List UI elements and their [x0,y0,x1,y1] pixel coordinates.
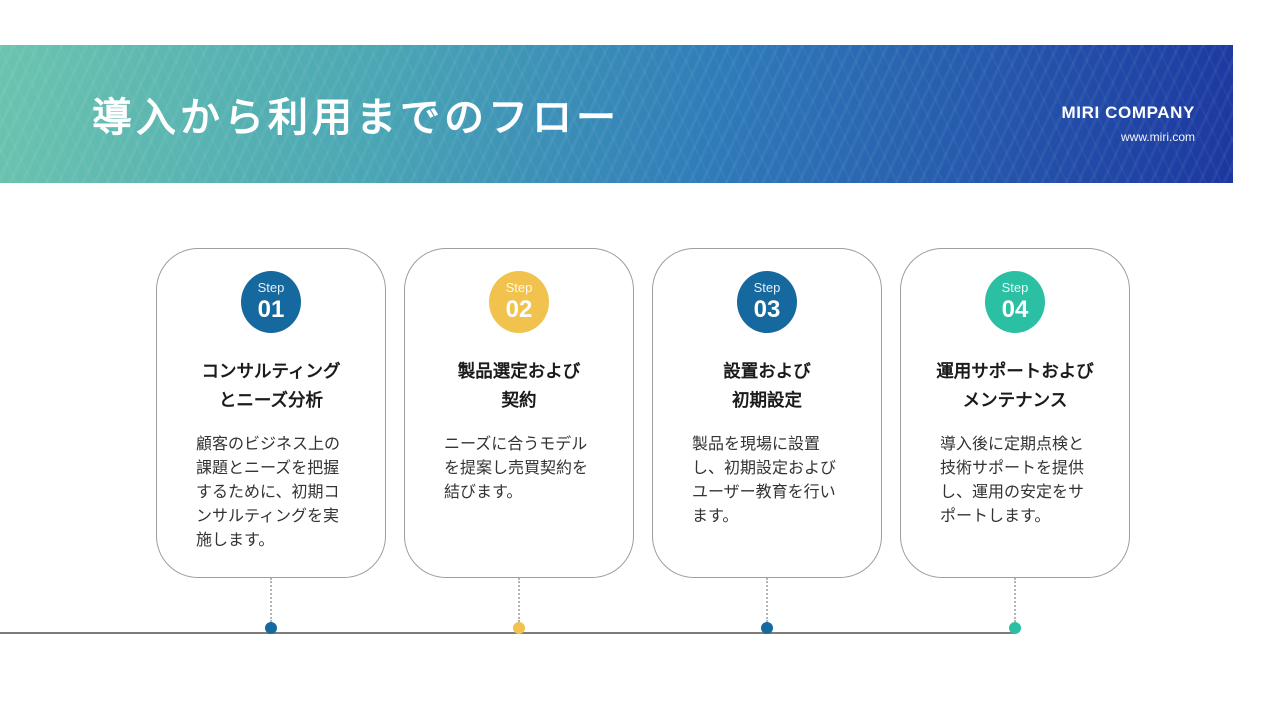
step-card-3: Step 03 設置および 初期設定 製品を現場に設置し、初期設定およびユーザー… [652,248,882,578]
dotted-connector-2 [518,578,520,622]
step-badge-number: 02 [505,295,533,323]
step-title-line2: 初期設定 [732,390,802,411]
step-title-line1: 運用サポートおよび [936,361,1094,381]
timeline-dot-2 [513,622,525,634]
step-card-2: Step 02 製品選定および 契約 ニーズに合うモデルを提案し売買契約を結びま… [404,248,634,578]
timeline-dot-4 [1009,622,1021,634]
step-title-line2: とニーズ分析 [218,390,324,411]
brand-block: MIRI COMPANY www.miri.com [1062,103,1195,144]
step-title-line1: コンサルティング [201,361,341,381]
step-description: 製品を現場に設置し、初期設定およびユーザー教育を行います。 [692,435,837,525]
step-title-line1: 設置および [723,361,811,381]
step-badge-number: 04 [1001,295,1029,323]
timeline-dot-1 [265,622,277,634]
header-banner: 導入から利用までのフロー MIRI COMPANY www.miri.com [0,45,1233,183]
steps-row: Step 01 コンサルティング とニーズ分析 顧客のビジネス上の課題とニーズを… [156,248,1130,634]
step-badge-label: Step [1001,279,1029,295]
step-title: 設置および 初期設定 [723,357,811,416]
page-title: 導入から利用までのフロー [92,96,620,140]
step-column-2: Step 02 製品選定および 契約 ニーズに合うモデルを提案し売買契約を結びま… [404,248,634,634]
dotted-connector-3 [766,578,768,622]
dotted-connector-1 [270,578,272,622]
step-title: 運用サポートおよび メンテナンス [936,357,1094,416]
step-column-1: Step 01 コンサルティング とニーズ分析 顧客のビジネス上の課題とニーズを… [156,248,386,634]
step-badge-label: Step [753,279,781,295]
step-title-line2: 契約 [501,390,537,411]
step-column-3: Step 03 設置および 初期設定 製品を現場に設置し、初期設定およびユーザー… [652,248,882,634]
step-title-line2: メンテナンス [962,390,1068,411]
step-badge-3: Step 03 [737,271,797,333]
step-description: 顧客のビジネス上の課題とニーズを把握するために、初期コンサルティングを実施します… [196,435,341,549]
step-title: コンサルティング とニーズ分析 [202,357,341,416]
step-title-line1: 製品選定および [457,361,581,381]
step-title: 製品選定および 契約 [458,357,581,416]
step-column-4: Step 04 運用サポートおよび メンテナンス 導入後に定期点検と技術サポート… [900,248,1130,634]
step-badge-2: Step 02 [489,271,549,333]
step-badge-label: Step [257,279,285,295]
step-description: ニーズに合うモデルを提案し売買契約を結びます。 [444,435,589,501]
timeline-line [0,632,1015,634]
step-badge-number: 03 [753,295,781,323]
step-badge-label: Step [505,279,533,295]
step-card-1: Step 01 コンサルティング とニーズ分析 顧客のビジネス上の課題とニーズを… [156,248,386,578]
step-badge-1: Step 01 [241,271,301,333]
company-url: www.miri.com [1121,130,1195,144]
step-description: 導入後に定期点検と技術サポートを提供し、運用の安定をサポートします。 [940,435,1085,525]
step-badge-number: 01 [257,295,285,323]
timeline-dot-3 [761,622,773,634]
step-card-4: Step 04 運用サポートおよび メンテナンス 導入後に定期点検と技術サポート… [900,248,1130,578]
company-name: MIRI COMPANY [1061,103,1195,122]
dotted-connector-4 [1014,578,1016,622]
step-badge-4: Step 04 [985,271,1045,333]
